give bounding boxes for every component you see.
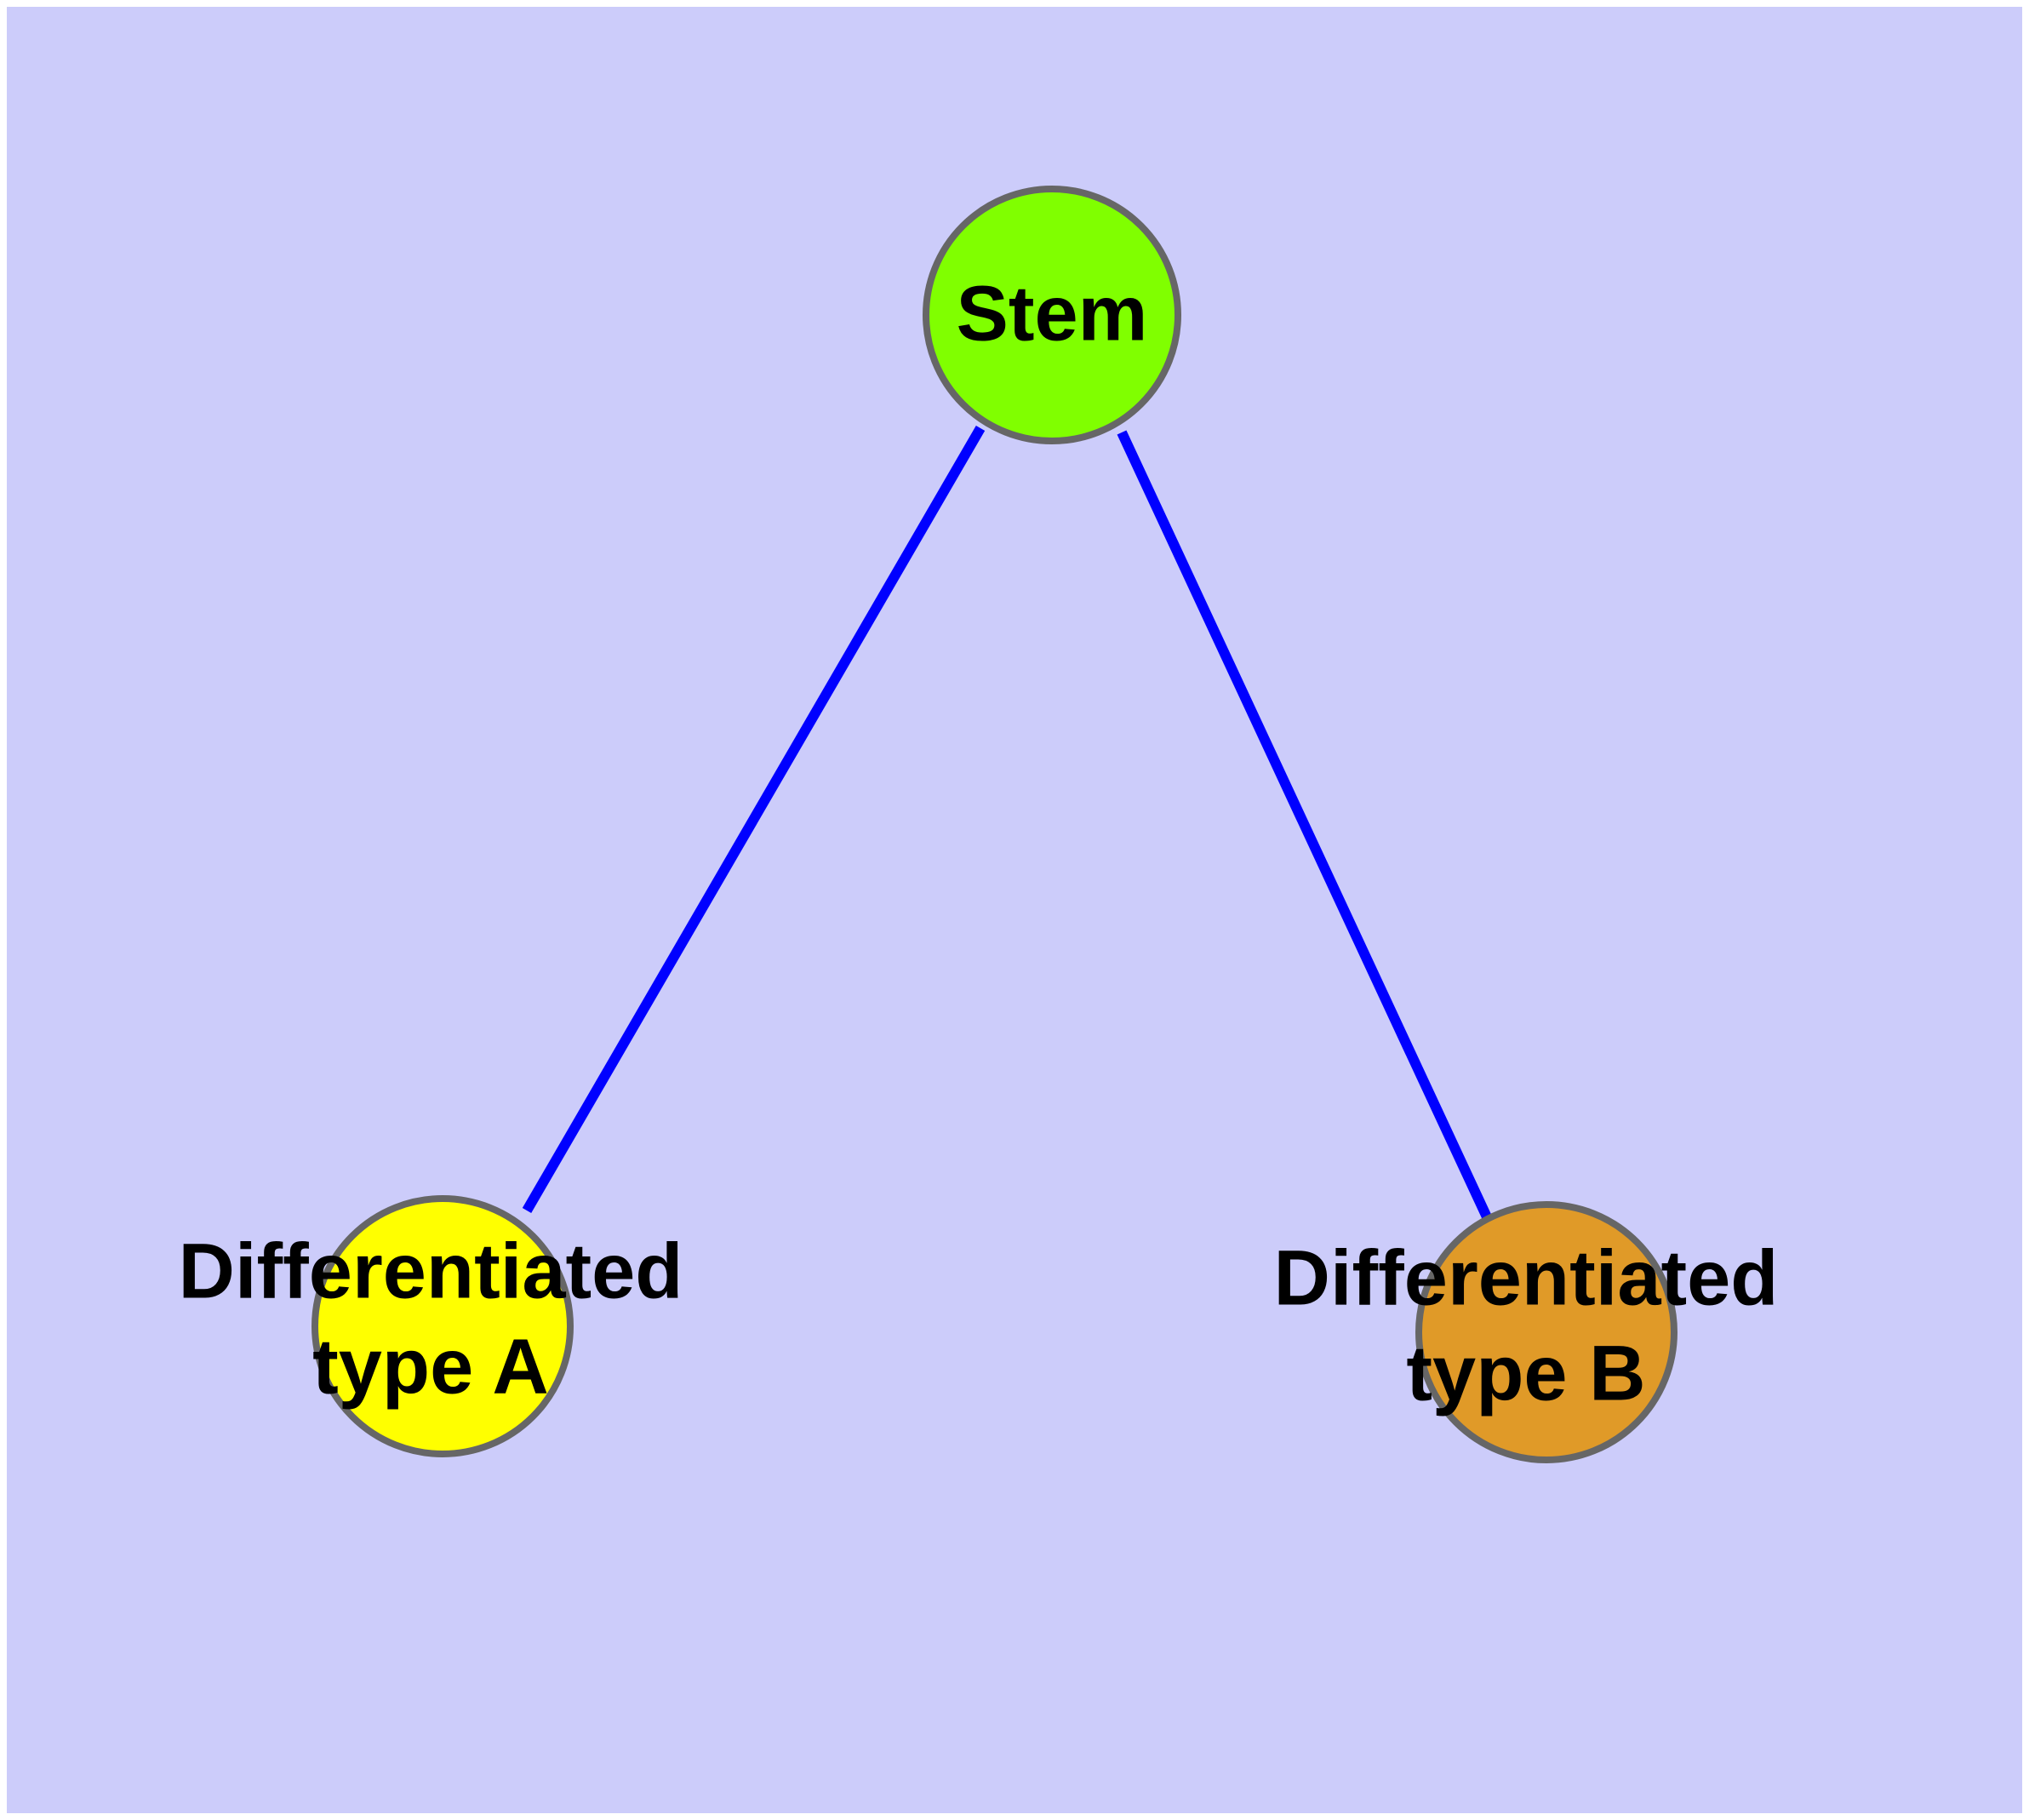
node-differentiated-type-a[interactable] <box>311 1195 574 1457</box>
edge-layer <box>522 425 1494 1223</box>
node-differentiated-type-b[interactable] <box>1415 1201 1677 1463</box>
node-label-differentiated-type-a-line1: Differentiated <box>179 1228 683 1314</box>
label-layer: Stem Differentiated type A Differentiate… <box>179 270 1779 1417</box>
edge-stem-to-differentiated-type-a[interactable] <box>522 425 986 1214</box>
node-label-differentiated-type-a-line2: type A <box>312 1323 549 1410</box>
node-label-differentiated-type-b-line1: Differentiated <box>1274 1234 1779 1321</box>
node-label-differentiated-type-b-line2: type B <box>1406 1330 1645 1417</box>
edge-stem-to-differentiated-type-b[interactable] <box>1117 430 1494 1223</box>
node-layer <box>311 186 1677 1463</box>
node-stem[interactable] <box>923 186 1181 444</box>
node-label-stem: Stem <box>957 270 1148 357</box>
